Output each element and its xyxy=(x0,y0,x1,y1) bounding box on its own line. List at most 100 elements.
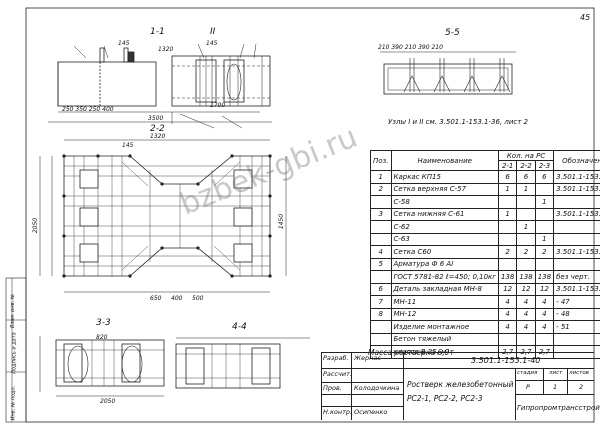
spec-cell-pos xyxy=(370,320,392,334)
spec-cell-pos xyxy=(370,195,392,209)
spec-cell-q2: 4 xyxy=(516,320,536,334)
specification-table: Поз. Наименование Кол. на РС Обозначение… xyxy=(370,150,600,359)
spec-cell-q2 xyxy=(516,232,536,246)
spec-header-q1: 2-1 xyxy=(497,160,518,171)
spec-cell-pos xyxy=(370,270,392,284)
spec-cell-des: - 48 xyxy=(553,307,600,321)
spec-cell-q3 xyxy=(534,182,555,196)
nodes-note: Узлы I и II см. 3.501.1-153.1-36, лист 2 xyxy=(388,118,529,126)
section-label-5-5: 5-5 xyxy=(445,28,460,38)
dim-3500: 3500 xyxy=(148,115,164,122)
spec-subheader-row: 2-1 2-2 2-3 xyxy=(371,160,600,171)
spec-cell-des xyxy=(553,345,600,359)
spec-cell-q1: 4 xyxy=(497,320,518,334)
dim-145-a: 145 xyxy=(118,40,130,47)
knot-label: II xyxy=(210,27,216,37)
side-stamp-1: Подпись и дата xyxy=(11,332,18,374)
spec-cell-pos: 1 xyxy=(370,170,392,184)
spec-cell-q2: 1 xyxy=(516,182,536,196)
spec-cell-q3 xyxy=(534,257,555,271)
dim-145-b: 145 xyxy=(206,40,218,47)
spec-header-pos: Поз. xyxy=(370,150,392,171)
spec-cell-q1: 1 xyxy=(497,182,518,196)
dim-1320-top: 1320 xyxy=(158,46,174,53)
spec-cell-q3 xyxy=(534,207,555,221)
spec-cell-q1: 6 xyxy=(497,170,518,184)
title-block: Разраб. Рассчит. Пров. Н.контр. Жернас К… xyxy=(321,352,600,420)
elevation-view xyxy=(57,47,260,113)
spec-cell-pos: 3 xyxy=(370,207,392,221)
spec-cell-name: ГОСТ 5781-82 ℓ=450; 0,10кг xyxy=(390,270,499,284)
side-stamp-0: Инв. № подл. xyxy=(10,385,17,421)
dim-1450: 1450 xyxy=(278,213,286,230)
spec-cell-q2: 138 xyxy=(516,270,536,284)
tb-name-4: Осипенко xyxy=(354,408,388,416)
tb-role-4: Н.контр. xyxy=(323,408,353,416)
spec-cell-pos xyxy=(370,232,392,246)
spec-cell-q1 xyxy=(497,257,518,271)
dim-1320-plan: 1320 xyxy=(150,133,166,140)
dim-5-5: 210 390 210 390 210 xyxy=(378,44,443,51)
section-label-3-3: 3-3 xyxy=(96,318,111,328)
spec-cell-q1 xyxy=(497,232,518,246)
spec-header-designation: Обозначение xyxy=(553,150,600,171)
spec-cell-name: МН-11 xyxy=(390,295,499,309)
tb-stage-header: стадия xyxy=(517,370,538,376)
tb-title: Ростверк железобетонный xyxy=(407,380,514,389)
dim-2050-plan: 650 400 500 xyxy=(150,295,204,302)
spec-cell-name: Арматура Ф 6 АI xyxy=(390,257,499,271)
spec-cell-q2: 4 xyxy=(516,307,536,321)
dim-145-c: 145 xyxy=(122,142,134,149)
spec-cell-des: 3.501.1-153.1-39 xyxy=(553,182,600,196)
tb-role-0: Разраб. xyxy=(323,354,349,362)
spec-cell-q1: 2 xyxy=(497,245,518,259)
tb-subtitle: РС2-1, РС2-2, РС2-3 xyxy=(407,394,483,403)
spec-cell-name: С-62 xyxy=(390,220,499,234)
section-3-3-view xyxy=(39,336,165,397)
spec-header-q2: 2-2 xyxy=(516,160,536,171)
spec-cell-pos: 4 xyxy=(370,245,392,259)
spec-cell-des xyxy=(553,257,600,271)
spec-cell-pos xyxy=(370,220,392,234)
spec-cell-name: С-58 xyxy=(390,195,499,209)
spec-cell-q3: 2,7 xyxy=(534,345,555,359)
spec-cell-q1: 12 xyxy=(497,282,518,296)
spec-cell-pos xyxy=(370,332,392,346)
section-label-2-2: 2-2 xyxy=(150,124,165,134)
spec-cell-q2 xyxy=(516,207,536,221)
spec-cell-des xyxy=(553,232,600,246)
tb-name-0: Жернас xyxy=(354,354,381,362)
spec-cell-q3: 4 xyxy=(534,320,555,334)
spec-cell-name: МН-12 xyxy=(390,307,499,321)
spec-cell-name: Бетон тяжелый xyxy=(390,332,499,346)
dim-2050-section: 2050 xyxy=(100,398,116,405)
spec-cell-name: Сетка С60 xyxy=(390,245,499,259)
spec-header-qty: Кол. на РС xyxy=(497,150,555,161)
section-label-1-1: 1-1 xyxy=(150,27,165,37)
spec-cell-pos: 6 xyxy=(370,282,392,296)
section-5-5-view xyxy=(380,51,516,95)
spec-cell-q1: 4 xyxy=(497,307,518,321)
spec-header-row: Поз. Наименование Кол. на РС Обозначение xyxy=(370,150,600,171)
spec-cell-pos: 7 xyxy=(370,295,392,309)
spec-cell-des xyxy=(553,332,600,346)
spec-cell-name: Каркас КП15 xyxy=(390,170,499,184)
spec-cell-q3 xyxy=(534,220,555,234)
spec-cell-des: без черт. xyxy=(553,270,600,284)
spec-cell-des: - 47 xyxy=(553,295,600,309)
section-label-4-4: 4-4 xyxy=(232,322,247,332)
tb-sheets-header: листов xyxy=(569,370,589,376)
spec-cell-des: 3.501.1-153.1-41 xyxy=(553,170,600,184)
spec-cell-q1: 138 xyxy=(497,270,518,284)
spec-cell-q2: 4 xyxy=(516,295,536,309)
spec-cell-des xyxy=(553,195,600,209)
tb-role-1: Рассчит. xyxy=(323,370,352,378)
tb-sheet-header: лист xyxy=(549,370,563,376)
side-stamp: Инв. № подл. Подпись и дата Взам. инв. № xyxy=(4,294,24,421)
